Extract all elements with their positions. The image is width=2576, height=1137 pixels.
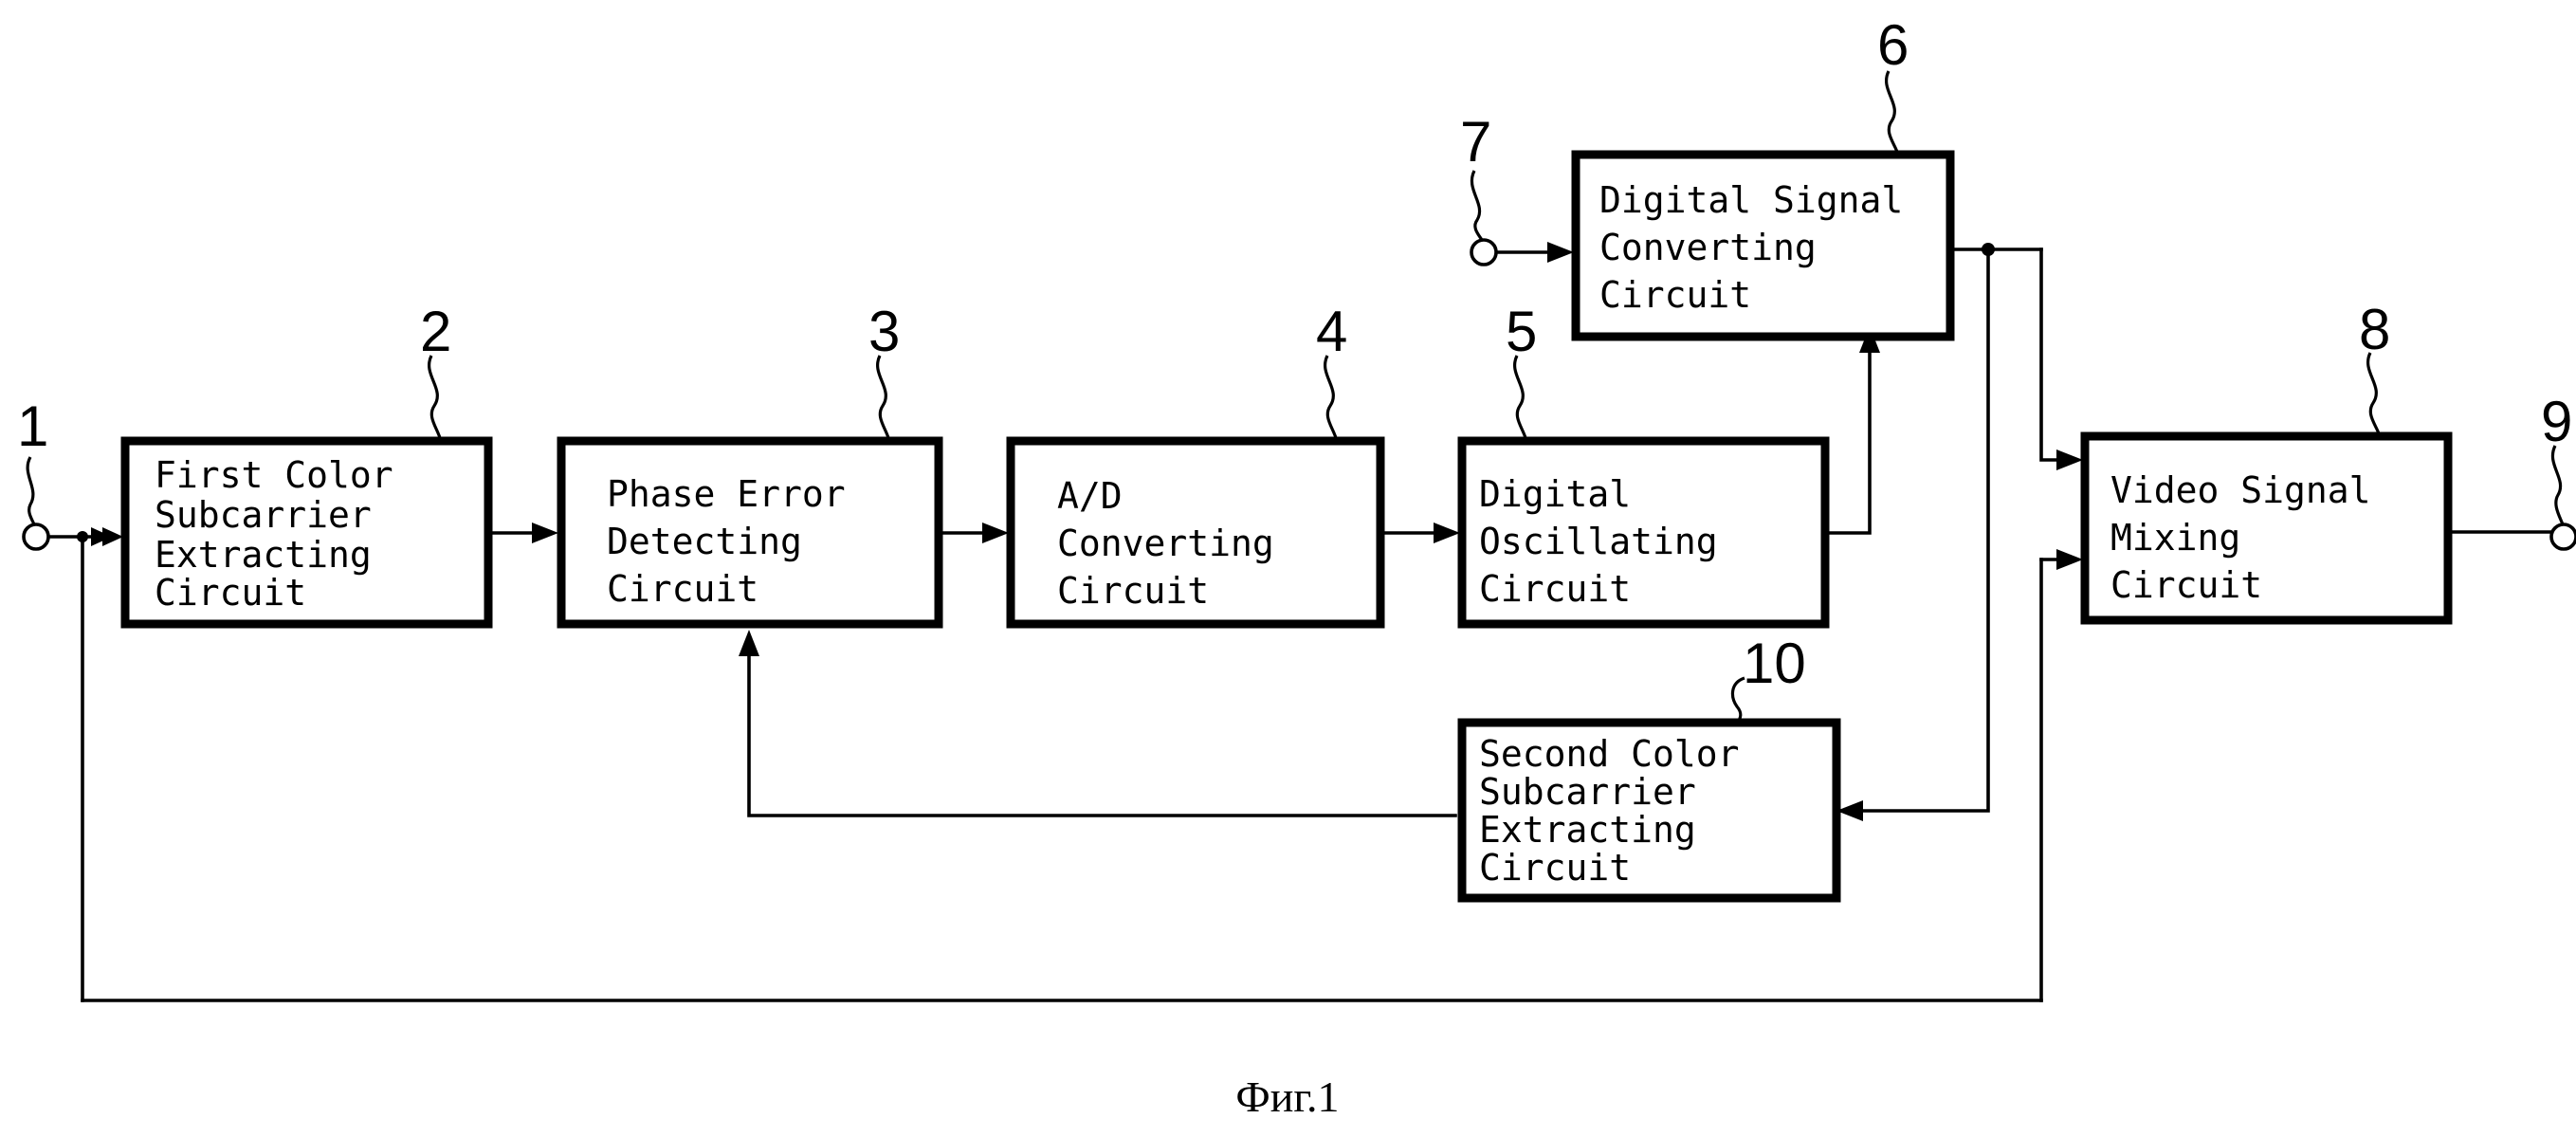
ref-numeral-1: 1 bbox=[17, 394, 48, 458]
arrowhead-into-block8-top bbox=[2056, 449, 2083, 470]
arrowhead-into-block3-feedback bbox=[739, 630, 759, 656]
block-2-line-2: Subcarrier bbox=[155, 494, 372, 536]
block-3-line-3: Circuit bbox=[607, 568, 758, 610]
wire-block5-to-block6 bbox=[1825, 337, 1870, 533]
arrowhead-into-block2 bbox=[102, 527, 123, 546]
arrowhead-into-block4 bbox=[982, 523, 1009, 543]
wire-block10-to-block3 bbox=[749, 640, 1455, 816]
block-8-line-2: Mixing bbox=[2110, 517, 2240, 559]
block-4-line-1: A/D bbox=[1057, 475, 1123, 517]
arrowhead-into-block8-bottom bbox=[2056, 549, 2083, 570]
ref-numeral-5: 5 bbox=[1506, 300, 1537, 363]
terminal-1 bbox=[24, 524, 48, 549]
leader-7 bbox=[1471, 171, 1482, 240]
block-10-line-3: Extracting bbox=[1479, 809, 1696, 851]
leader-3 bbox=[878, 356, 889, 441]
block-2-line-1: First Color bbox=[155, 454, 393, 496]
leader-2 bbox=[429, 356, 441, 441]
leader-4 bbox=[1325, 356, 1337, 441]
wire-node-to-block8 bbox=[2041, 249, 2072, 460]
block-5-line-2: Oscillating bbox=[1479, 521, 1718, 562]
block-8-line-3: Circuit bbox=[2110, 564, 2262, 606]
block-5-line-1: Digital bbox=[1479, 473, 1631, 515]
block-10-line-4: Circuit bbox=[1479, 847, 1631, 889]
junction-dot-input bbox=[77, 531, 88, 542]
leader-8 bbox=[2368, 353, 2380, 436]
terminal-9 bbox=[2551, 524, 2576, 549]
arrowhead-into-block3 bbox=[532, 523, 558, 543]
ref-numeral-8: 8 bbox=[2359, 298, 2390, 361]
terminal-7 bbox=[1471, 240, 1496, 265]
leader-5 bbox=[1515, 356, 1526, 441]
block-4-line-3: Circuit bbox=[1057, 570, 1209, 612]
block-10-line-1: Second Color bbox=[1479, 733, 1740, 775]
block-2-line-3: Extracting bbox=[155, 534, 372, 576]
block-2-line-4: Circuit bbox=[155, 572, 306, 614]
ref-numeral-3: 3 bbox=[868, 300, 900, 363]
block-4-line-2: Converting bbox=[1057, 523, 1274, 564]
block-8-line-1: Video Signal bbox=[2110, 469, 2371, 511]
block-6-line-1: Digital Signal bbox=[1599, 179, 1903, 221]
block-10-line-2: Subcarrier bbox=[1479, 771, 1696, 813]
leader-1 bbox=[27, 457, 34, 524]
block-6-line-3: Circuit bbox=[1599, 274, 1751, 316]
ref-numeral-7: 7 bbox=[1460, 110, 1491, 174]
block-3-line-1: Phase Error bbox=[607, 473, 846, 515]
block-6-line-2: Converting bbox=[1599, 227, 1817, 268]
leader-9 bbox=[2552, 446, 2563, 524]
junction-dot-block6-output bbox=[1982, 243, 1995, 256]
ref-numeral-9: 9 bbox=[2541, 390, 2572, 453]
block-5-line-3: Circuit bbox=[1479, 568, 1631, 610]
figure-caption: Фиг.1 bbox=[1235, 1073, 1339, 1121]
arrowhead-input7 bbox=[1547, 242, 1574, 263]
block-3-line-2: Detecting bbox=[607, 521, 802, 562]
ref-numeral-4: 4 bbox=[1316, 300, 1347, 363]
ref-numeral-6: 6 bbox=[1877, 13, 1909, 77]
arrowhead-into-block5 bbox=[1434, 523, 1460, 543]
leader-6 bbox=[1887, 71, 1898, 155]
ref-numeral-10: 10 bbox=[1743, 632, 1806, 695]
ref-numeral-2: 2 bbox=[420, 300, 451, 363]
